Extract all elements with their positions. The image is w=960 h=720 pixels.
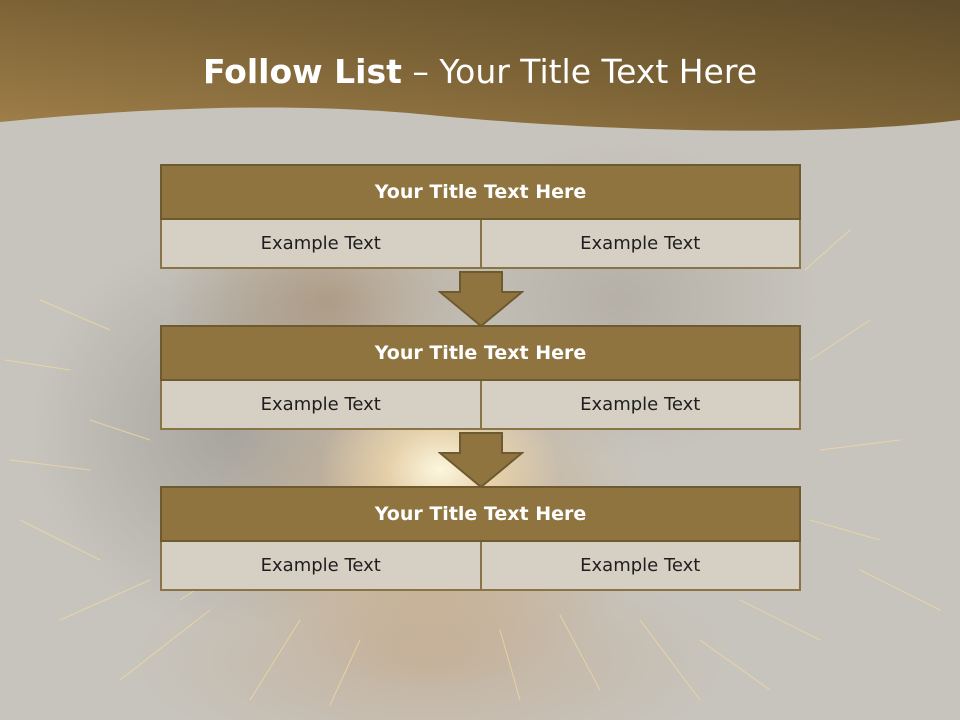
flow-block-1: Your Title Text Here Example Text Exampl… xyxy=(160,164,801,269)
flow-block-title: Your Title Text Here xyxy=(160,164,801,220)
flow-cell-left: Example Text xyxy=(160,542,480,591)
flow-cell-left: Example Text xyxy=(160,220,480,269)
flow-block-row: Example Text Example Text xyxy=(160,220,801,269)
flow-cell-left: Example Text xyxy=(160,381,480,430)
flow-block-row: Example Text Example Text xyxy=(160,542,801,591)
flow-block-title: Your Title Text Here xyxy=(160,325,801,381)
flow-block-3: Your Title Text Here Example Text Exampl… xyxy=(160,486,801,591)
slide-title-bold: Follow List xyxy=(202,52,402,91)
flow-block-title: Your Title Text Here xyxy=(160,486,801,542)
flow-cell-right: Example Text xyxy=(479,220,801,269)
down-arrow-icon xyxy=(438,432,524,489)
flow-block-2: Your Title Text Here Example Text Exampl… xyxy=(160,325,801,430)
flow-cell-right: Example Text xyxy=(479,381,801,430)
flow-cell-right: Example Text xyxy=(479,542,801,591)
header-band xyxy=(0,0,960,131)
slide-title: Follow List – Your Title Text Here xyxy=(0,52,960,91)
down-arrow-icon xyxy=(438,271,524,328)
flow-block-row: Example Text Example Text xyxy=(160,381,801,430)
slide-title-rest: – Your Title Text Here xyxy=(412,52,758,91)
